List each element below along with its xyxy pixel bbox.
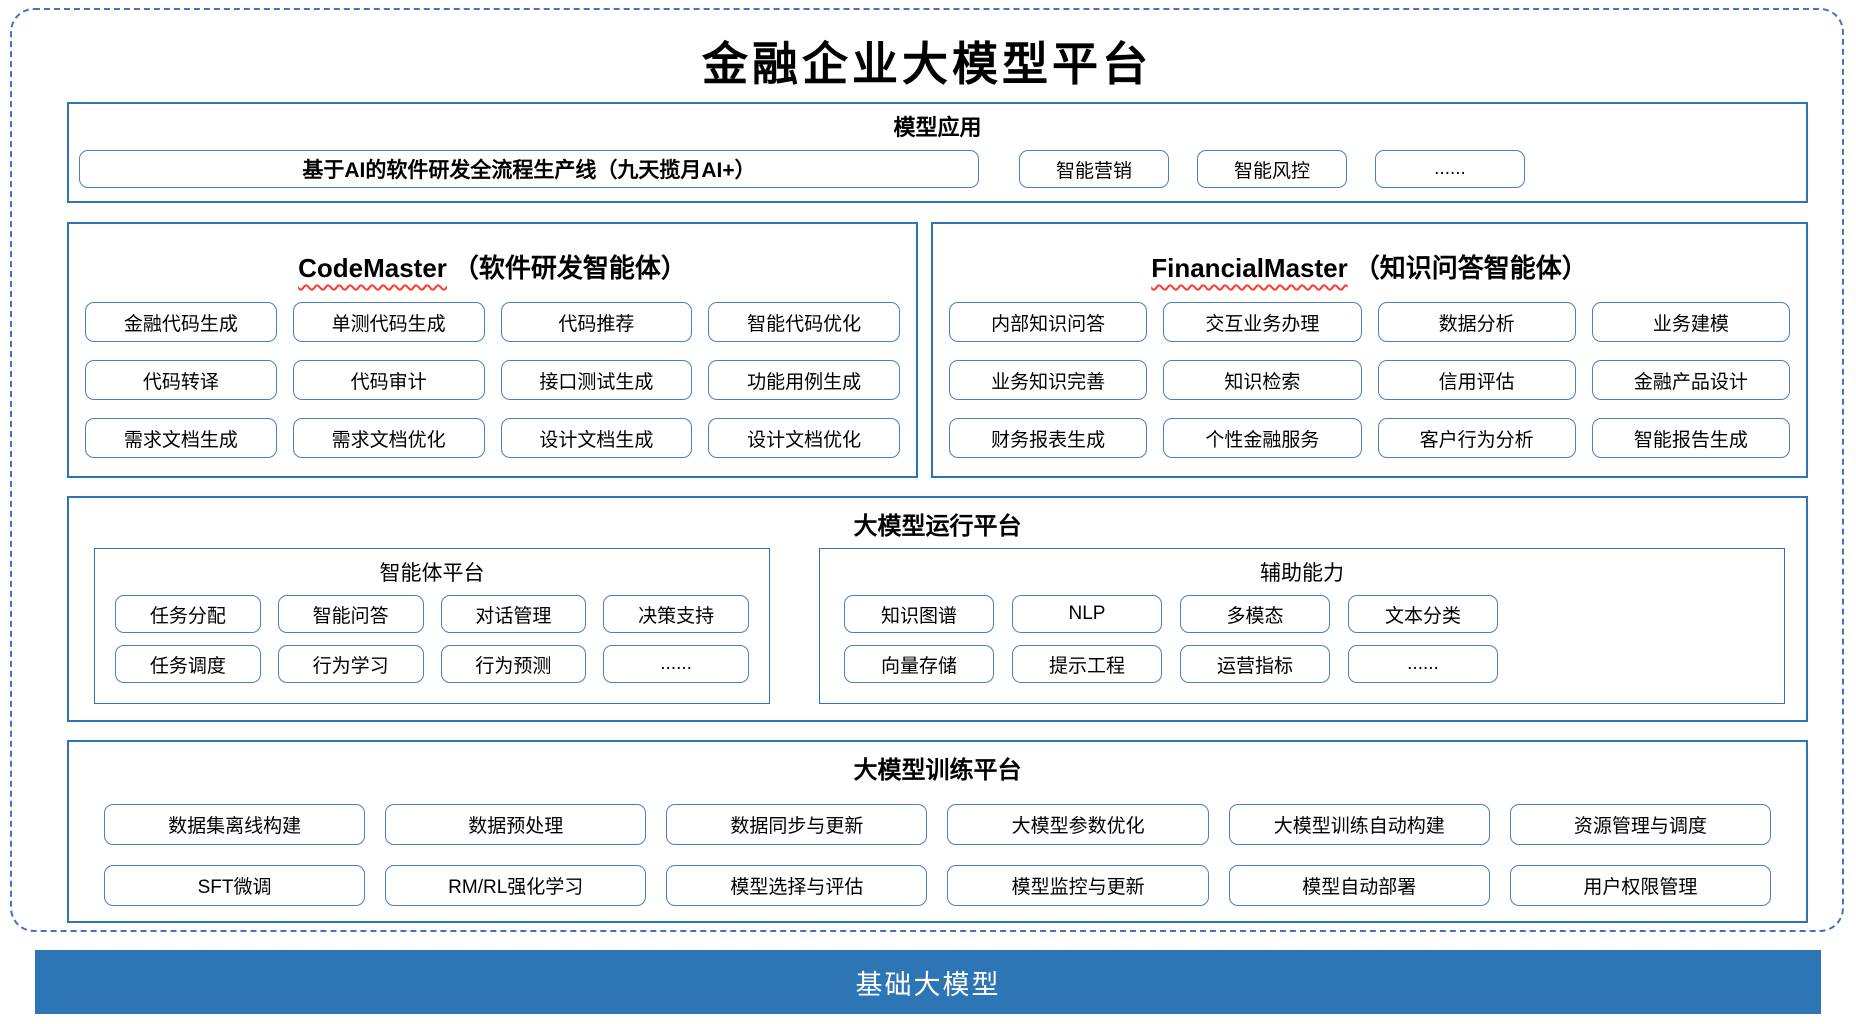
- aux-capability-item: 运营指标: [1180, 645, 1330, 683]
- aux-capability-item: ......: [1348, 645, 1498, 683]
- aux-capability-item: 向量存储: [844, 645, 994, 683]
- section-codemaster: CodeMaster（软件研发智能体） 金融代码生成单测代码生成代码推荐智能代码…: [67, 222, 918, 478]
- codemaster-item: 设计文档优化: [708, 418, 900, 458]
- training-platform-item: SFT微调: [104, 865, 366, 906]
- app-item: 智能风控: [1197, 150, 1347, 188]
- financialmaster-item: 智能报告生成: [1591, 418, 1790, 458]
- aux-capability-item: 知识图谱: [844, 595, 994, 633]
- agent-platform-item: 行为预测: [440, 645, 587, 683]
- agent-platform-item: 对话管理: [440, 595, 587, 633]
- codemaster-item: 需求文档优化: [292, 418, 485, 458]
- aux-capability-item: 文本分类: [1348, 595, 1498, 633]
- financialmaster-item: 业务知识完善: [949, 360, 1148, 400]
- agent-platform-item: 任务分配: [115, 595, 261, 633]
- agent-platform-item: 智能问答: [277, 595, 424, 633]
- agent-platform-item: 任务调度: [115, 645, 261, 683]
- financialmaster-item: 财务报表生成: [949, 418, 1148, 458]
- codemaster-item: 设计文档生成: [500, 418, 693, 458]
- section-financialmaster: FinancialMaster（知识问答智能体） 内部知识问答交互业务办理数据分…: [931, 222, 1808, 478]
- app-item-ai-pipeline: 基于AI的软件研发全流程生产线（九天揽月AI+）: [79, 150, 979, 188]
- aux-capability-item: 多模态: [1180, 595, 1330, 633]
- financialmaster-item: 业务建模: [1591, 302, 1790, 342]
- financialmaster-item: 知识检索: [1163, 360, 1362, 400]
- financialmaster-item: 数据分析: [1377, 302, 1576, 342]
- training-platform-item: 数据同步与更新: [666, 804, 928, 845]
- financialmaster-item: 信用评估: [1377, 360, 1576, 400]
- model-applications-row: 基于AI的软件研发全流程生产线（九天揽月AI+） 智能营销智能风控......: [79, 150, 1796, 188]
- training-platform-item: 大模型训练自动构建: [1228, 804, 1490, 845]
- financialmaster-item: 内部知识问答: [949, 302, 1148, 342]
- agent-platform-item: ......: [603, 645, 749, 683]
- foundation-model-bar: 基础大模型: [35, 950, 1821, 1014]
- codemaster-name: CodeMaster: [298, 253, 447, 283]
- section-training-platform: 大模型训练平台 数据集离线构建数据预处理数据同步与更新大模型参数优化大模型训练自…: [67, 740, 1808, 923]
- codemaster-suffix: （软件研发智能体）: [452, 253, 687, 283]
- aux-capabilities-items: 知识图谱 NLP 多模态文本分类向量存储提示工程运营指标......: [844, 595, 1498, 683]
- training-platform-header: 大模型训练平台: [853, 757, 1022, 784]
- training-platform-item: RM/RL强化学习: [385, 865, 647, 906]
- subsection-agent-platform: 智能体平台 任务分配智能问答对话管理决策支持任务调度行为学习行为预测......: [94, 548, 770, 704]
- section-model-applications: 模型应用 基于AI的软件研发全流程生产线（九天揽月AI+） 智能营销智能风控..…: [67, 102, 1808, 203]
- codemaster-item: 单测代码生成: [292, 302, 485, 342]
- codemaster-item: 需求文档生成: [85, 418, 277, 458]
- financialmaster-item: 交互业务办理: [1163, 302, 1362, 342]
- training-platform-item: 数据预处理: [385, 804, 647, 845]
- codemaster-item: 智能代码优化: [708, 302, 900, 342]
- codemaster-item: 金融代码生成: [85, 302, 277, 342]
- runtime-platform-header: 大模型运行平台: [853, 513, 1022, 540]
- codemaster-item: 功能用例生成: [708, 360, 900, 400]
- training-platform-item: 模型监控与更新: [947, 865, 1209, 906]
- financialmaster-suffix: （知识问答智能体）: [1353, 253, 1588, 283]
- financialmaster-items: 内部知识问答交互业务办理数据分析业务建模业务知识完善知识检索信用评估金融产品设计…: [949, 302, 1790, 458]
- codemaster-item: 接口测试生成: [500, 360, 693, 400]
- financialmaster-item: 金融产品设计: [1591, 360, 1790, 400]
- subsection-aux-capabilities: 辅助能力 知识图谱 NLP 多模态文本分类向量存储提示工程运营指标......: [819, 548, 1785, 704]
- agent-platform-items: 任务分配智能问答对话管理决策支持任务调度行为学习行为预测......: [115, 595, 749, 683]
- financialmaster-item: 个性金融服务: [1163, 418, 1362, 458]
- training-platform-item: 模型自动部署: [1228, 865, 1490, 906]
- agent-platform-header: 智能体平台: [379, 562, 485, 585]
- financialmaster-header: FinancialMaster（知识问答智能体）: [933, 248, 1806, 285]
- platform-title: 金融企业大模型平台: [702, 37, 1152, 91]
- section-runtime-platform: 大模型运行平台 智能体平台 任务分配智能问答对话管理决策支持任务调度行为学习行为…: [67, 496, 1808, 722]
- codemaster-header: CodeMaster（软件研发智能体）: [69, 248, 916, 285]
- codemaster-items: 金融代码生成单测代码生成代码推荐智能代码优化代码转译代码审计接口测试生成功能用例…: [85, 302, 900, 458]
- app-item: 智能营销: [1019, 150, 1169, 188]
- outer-dashed-frame: 金融企业大模型平台 模型应用 基于AI的软件研发全流程生产线（九天揽月AI+） …: [10, 8, 1844, 932]
- codemaster-item: 代码转译: [85, 360, 277, 400]
- aux-capability-item: NLP: [1012, 595, 1162, 633]
- aux-capability-item: 提示工程: [1012, 645, 1162, 683]
- agent-platform-item: 行为学习: [277, 645, 424, 683]
- agent-platform-item: 决策支持: [603, 595, 749, 633]
- financialmaster-name: FinancialMaster: [1151, 253, 1348, 283]
- training-platform-item: 资源管理与调度: [1509, 804, 1771, 845]
- app-item: ......: [1375, 150, 1525, 188]
- aux-capabilities-header: 辅助能力: [1260, 562, 1344, 585]
- codemaster-item: 代码审计: [292, 360, 485, 400]
- training-platform-item: 大模型参数优化: [947, 804, 1209, 845]
- training-platform-item: 模型选择与评估: [666, 865, 928, 906]
- training-platform-item: 用户权限管理: [1509, 865, 1771, 906]
- model-applications-items: 智能营销智能风控......: [1019, 150, 1525, 188]
- codemaster-item: 代码推荐: [500, 302, 693, 342]
- model-applications-header: 模型应用: [893, 115, 982, 140]
- financialmaster-item: 客户行为分析: [1377, 418, 1576, 458]
- training-platform-items: 数据集离线构建数据预处理数据同步与更新大模型参数优化大模型训练自动构建资源管理与…: [104, 804, 1771, 906]
- training-platform-item: 数据集离线构建: [104, 804, 366, 845]
